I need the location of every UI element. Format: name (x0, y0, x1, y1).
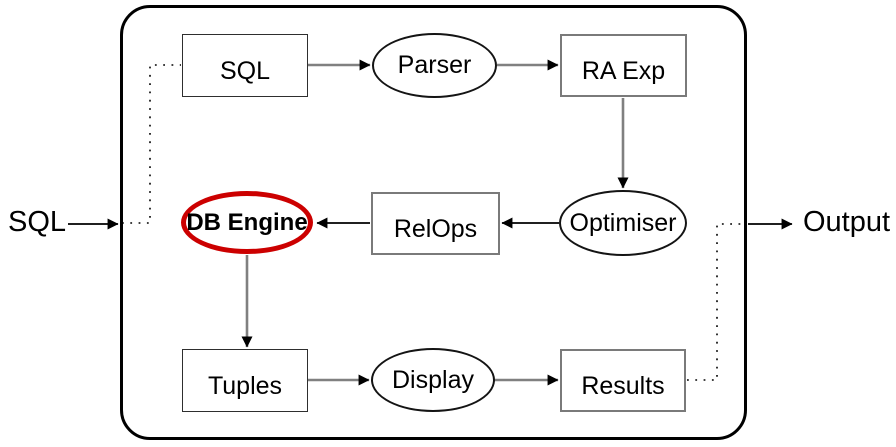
node-results: Results (560, 349, 686, 412)
node-optimiser: Optimiser (559, 190, 687, 256)
node-relops-label: RelOps (393, 215, 478, 243)
node-relops: RelOps (371, 192, 500, 255)
system-boundary-frame (120, 5, 747, 440)
node-sql-label: SQL (219, 57, 271, 85)
external-input-label: SQL (8, 206, 67, 238)
node-db-engine-label: DB Engine (186, 208, 308, 236)
external-output-label: Output (803, 206, 891, 238)
node-parser: Parser (372, 33, 497, 98)
node-display: Display (371, 348, 495, 412)
node-sql: SQL (182, 34, 308, 97)
node-parser-label: Parser (397, 51, 472, 79)
node-results-label: Results (581, 372, 665, 400)
node-optimiser-label: Optimiser (569, 208, 677, 237)
node-tuples: Tuples (182, 349, 308, 412)
node-ra-exp-label: RA Exp (581, 57, 666, 85)
node-display-label: Display (392, 365, 474, 394)
node-tuples-label: Tuples (207, 372, 283, 400)
node-db-engine-highlighted: DB Engine (181, 191, 313, 254)
node-ra-exp: RA Exp (560, 34, 687, 97)
